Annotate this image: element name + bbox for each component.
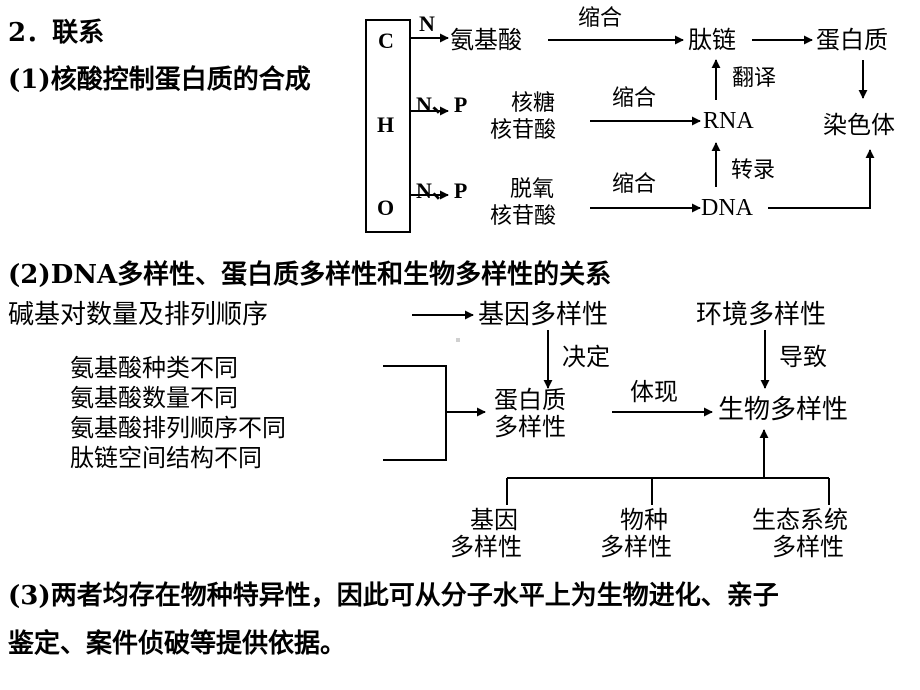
transcription-label: 转录 <box>731 158 776 183</box>
env-diversity-label: 环境多样性 <box>696 300 827 330</box>
element-o: O <box>377 195 395 220</box>
protein-diversity-l2: 多样性 <box>494 413 566 441</box>
condense-label-2: 缩合 <box>612 86 657 111</box>
part3-line1: (3)两者均存在物种特异性，因此可从分子水平上为生物进化、亲子 <box>8 581 779 611</box>
level-gene-l2: 多样性 <box>450 533 522 561</box>
element-np-2: N、P <box>416 92 468 117</box>
part2-title: (2)DNA多样性、蛋白质多样性和生物多样性的关系 <box>8 260 612 290</box>
bio-diversity-label: 生物多样性 <box>718 395 849 425</box>
ribose-label: 核糖 <box>511 91 556 116</box>
level-ecosystem-l2: 多样性 <box>772 533 844 561</box>
section-heading: 2．联系 <box>8 18 105 48</box>
dna-label: DNA <box>701 195 753 221</box>
causes-label: 导致 <box>779 343 827 371</box>
part1-title: (1)核酸控制蛋白质的合成 <box>8 65 311 95</box>
element-h: H <box>377 112 395 137</box>
reason-item: 氨基酸排列顺序不同 <box>70 414 286 442</box>
cho-box <box>365 19 411 233</box>
peptide-label: 肽链 <box>688 26 736 54</box>
level-species-l1: 物种 <box>620 506 668 534</box>
condense-label-1: 缩合 <box>578 6 623 31</box>
reason-item: 氨基酸种类不同 <box>70 354 238 382</box>
reason-item: 氨基酸数量不同 <box>70 384 238 412</box>
bracket-reasons <box>383 365 447 461</box>
element-c: C <box>378 28 394 53</box>
deoxynucleotide-label: 核苷酸 <box>490 204 557 229</box>
condense-label-3: 缩合 <box>612 172 657 197</box>
rna-label: RNA <box>703 108 754 134</box>
gene-diversity-label: 基因多样性 <box>478 300 609 330</box>
ribonucleotide-label: 核苷酸 <box>490 118 557 143</box>
protein-diversity-l1: 蛋白质 <box>494 386 566 414</box>
reason-item: 肽链空间结构不同 <box>70 444 262 472</box>
level-species-l2: 多样性 <box>600 533 672 561</box>
element-np-3: N、P <box>416 178 468 203</box>
chromosome-label: 染色体 <box>823 111 895 139</box>
base-order-label: 碱基对数量及排列顺序 <box>8 300 269 330</box>
translation-label: 翻译 <box>732 66 777 91</box>
protein-label: 蛋白质 <box>816 26 888 54</box>
part3-line2: 鉴定、案件侦破等提供依据。 <box>8 629 347 659</box>
level-ecosystem-l1: 生态系统 <box>752 506 848 534</box>
deoxy-label: 脱氧 <box>510 177 555 202</box>
decides-label: 决定 <box>562 343 610 371</box>
amino-acid-label: 氨基酸 <box>450 26 522 54</box>
element-n: N <box>419 11 435 36</box>
arrow-dna-chromosome <box>768 149 875 209</box>
level-gene-l1: 基因 <box>470 506 518 534</box>
embody-label: 体现 <box>630 378 678 406</box>
